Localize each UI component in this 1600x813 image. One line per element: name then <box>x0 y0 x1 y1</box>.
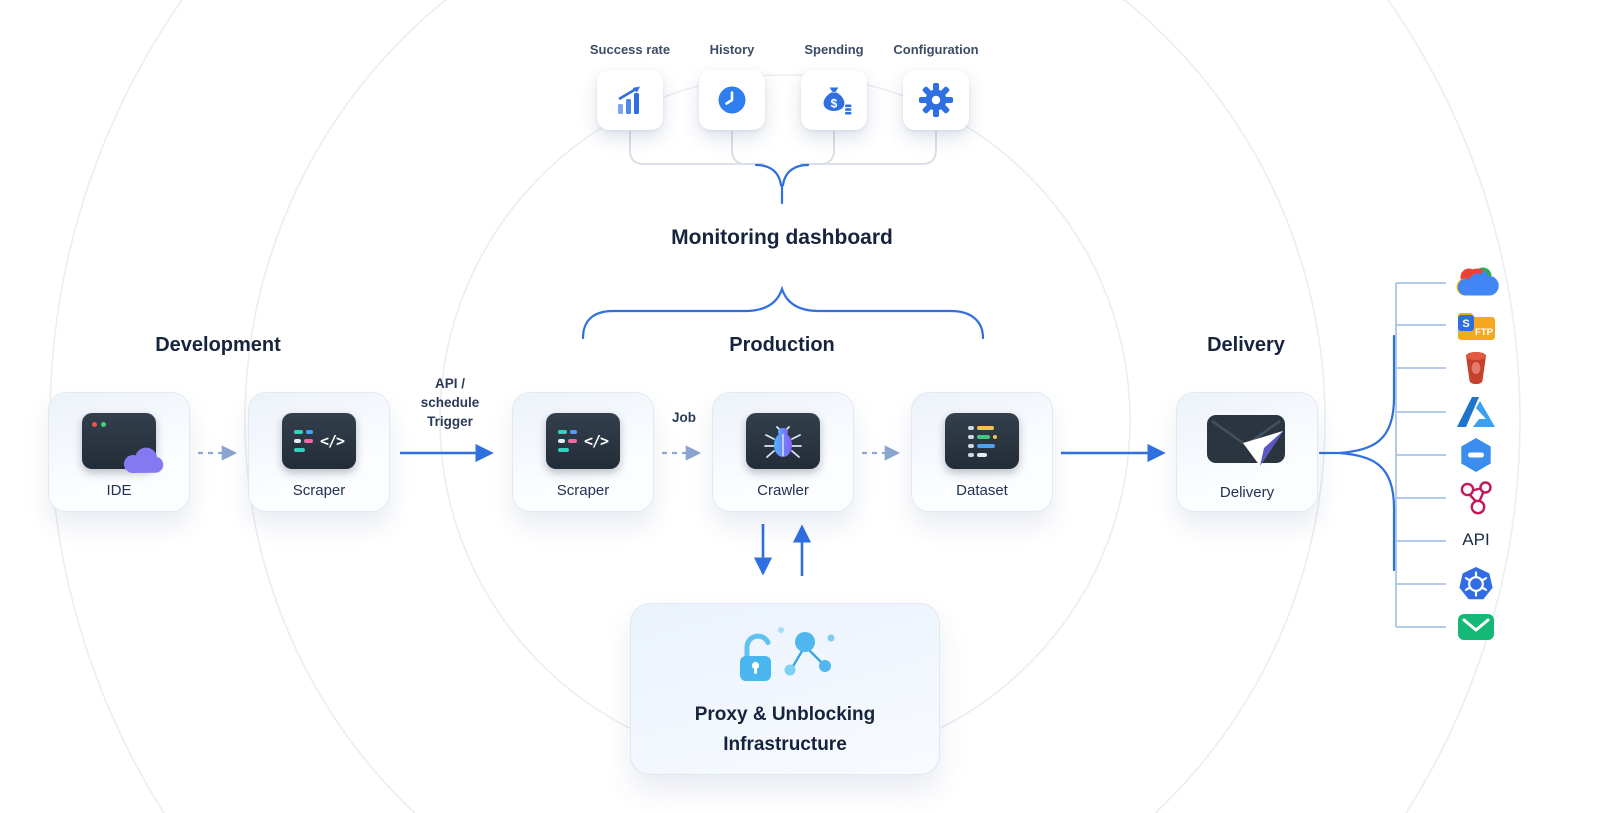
delivery-target <box>1452 261 1500 305</box>
sftp-badge-text: S <box>1462 318 1469 330</box>
bar-chart-icon <box>618 86 640 114</box>
delivery-target <box>1452 476 1500 520</box>
node-crawler: Crawler <box>712 392 854 512</box>
proxy-unblocking-icon <box>740 627 835 681</box>
bug-icon <box>764 426 802 458</box>
delivery-target: S FTP <box>1452 303 1500 347</box>
section-title-development: Development <box>155 334 281 356</box>
history-card <box>699 70 765 130</box>
cloud-storage-icon <box>1461 438 1491 472</box>
monitoring-item-label: History <box>709 42 755 57</box>
node-dataset: Dataset <box>911 392 1053 512</box>
success-rate-card <box>597 70 663 130</box>
code-tag: </> <box>319 432 345 450</box>
delivery-target <box>1452 433 1500 477</box>
ide-window-dot <box>101 422 106 427</box>
monitoring-dashboard-title: Monitoring dashboard <box>671 226 893 249</box>
azure-icon <box>1457 397 1495 427</box>
trigger-line: API / <box>434 376 465 391</box>
money-bag-icon: $ <box>823 87 852 115</box>
scraper-icon: </> <box>546 413 620 469</box>
delivery-target <box>1452 562 1500 606</box>
delivery-envelope-icon <box>1207 415 1285 466</box>
code-tag: </> <box>583 432 609 450</box>
delivery-target <box>1452 346 1500 390</box>
spending-card: $ <box>801 70 867 130</box>
gear-icon <box>919 83 953 117</box>
trigger-edge-label: API / schedule Trigger <box>396 374 504 431</box>
node-scraper-prod: </> Scraper <box>512 392 654 512</box>
node-label: Crawler <box>757 482 809 499</box>
section-title-production: Production <box>729 334 835 356</box>
node-scraper-dev: </> Scraper <box>248 392 390 512</box>
ide-window-dot <box>92 422 97 427</box>
monitoring-item-label: Configuration <box>893 42 979 57</box>
node-label: Scraper <box>292 482 346 499</box>
trigger-line: schedule <box>420 395 480 410</box>
clock-icon <box>718 86 746 114</box>
job-edge-label: Job <box>671 410 696 425</box>
ide-icon <box>82 413 164 474</box>
node-label: Delivery <box>1219 484 1275 501</box>
delivery-target <box>1452 605 1500 649</box>
monitoring-item-label: Spending <box>804 42 864 57</box>
delivery-target <box>1452 390 1500 434</box>
webhook-icon <box>1460 481 1492 515</box>
scraper-icon: </> <box>282 413 356 469</box>
proxy-title-line1: Proxy & Unblocking <box>694 704 876 725</box>
crawler-icon <box>746 413 820 469</box>
email-icon <box>1458 614 1494 640</box>
sftp-label-text: FTP <box>1475 327 1494 338</box>
dollar-symbol: $ <box>831 97 838 111</box>
node-label: Dataset <box>956 482 1008 499</box>
node-label: IDE <box>106 482 132 499</box>
kubernetes-icon <box>1459 567 1493 600</box>
trigger-line: Trigger <box>427 414 473 429</box>
configuration-card <box>903 70 969 130</box>
proxy-unblocking-box: Proxy & Unblocking Infrastructure <box>630 603 940 775</box>
proxy-title-line2: Infrastructure <box>723 734 847 755</box>
google-cloud-icon <box>1456 267 1499 296</box>
api-label: API <box>1462 530 1490 549</box>
amazon-s3-icon <box>1466 352 1486 385</box>
section-title-delivery: Delivery <box>1207 334 1285 356</box>
sftp-icon: S FTP <box>1458 313 1495 340</box>
node-label: Scraper <box>556 482 610 499</box>
dataset-icon <box>945 413 1019 469</box>
cloud-icon <box>123 447 164 474</box>
node-delivery: Delivery <box>1176 392 1318 512</box>
monitoring-item-label: Success rate <box>589 42 671 57</box>
node-ide: IDE <box>48 392 190 512</box>
